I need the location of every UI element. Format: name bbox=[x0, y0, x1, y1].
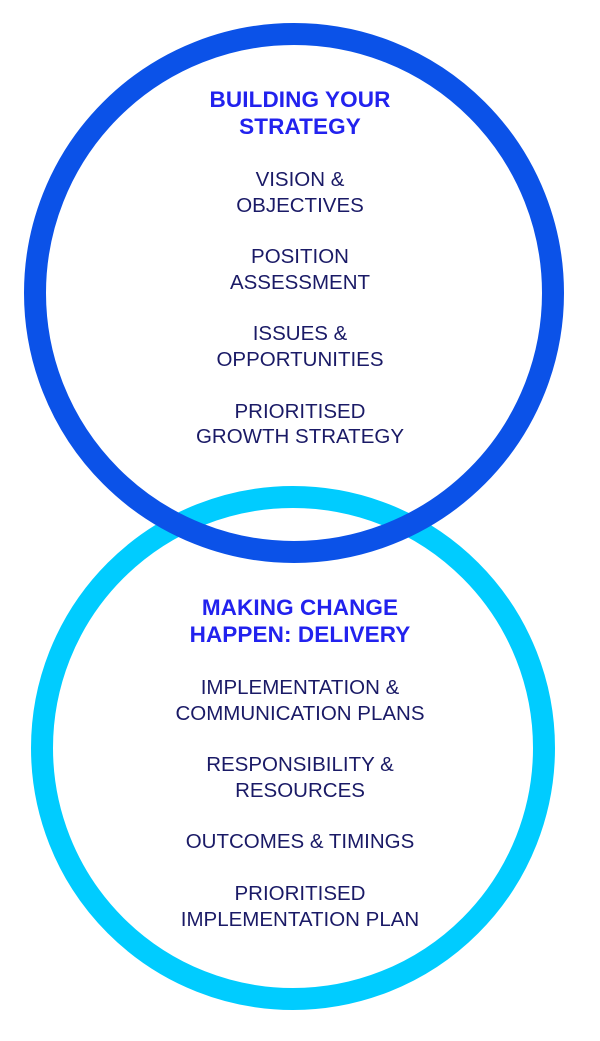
top-circle-content: BUILDING YOUR STRATEGY VISION & OBJECTIV… bbox=[65, 86, 535, 450]
list-item: ISSUES & OPPORTUNITIES bbox=[216, 322, 384, 371]
bottom-circle-title: MAKING CHANGE HAPPEN: DELIVERY bbox=[189, 595, 411, 648]
list-item: OUTCOMES & TIMINGS bbox=[185, 830, 415, 854]
top-circle-title: BUILDING YOUR STRATEGY bbox=[209, 87, 391, 140]
bottom-circle-content: MAKING CHANGE HAPPEN: DELIVERY IMPLEMENT… bbox=[65, 594, 535, 932]
list-item: PRIORITISED IMPLEMENTATION PLAN bbox=[180, 882, 420, 931]
list-item: IMPLEMENTATION & COMMUNICATION PLANS bbox=[175, 675, 425, 725]
list-item: VISION & OBJECTIVES bbox=[236, 167, 364, 217]
list-item: PRIORITISED GROWTH STRATEGY bbox=[195, 399, 405, 449]
top-circle-ring bbox=[24, 23, 564, 563]
list-item: POSITION ASSESSMENT bbox=[229, 245, 371, 294]
bottom-circle-item-list: IMPLEMENTATION & COMMUNICATION PLANS RES… bbox=[65, 649, 535, 932]
bottom-circle-ring bbox=[31, 486, 555, 1010]
list-item: RESPONSIBILITY & RESOURCES bbox=[206, 753, 394, 802]
top-circle-item-list: VISION & OBJECTIVES POSITION ASSESSMENT … bbox=[65, 141, 535, 450]
